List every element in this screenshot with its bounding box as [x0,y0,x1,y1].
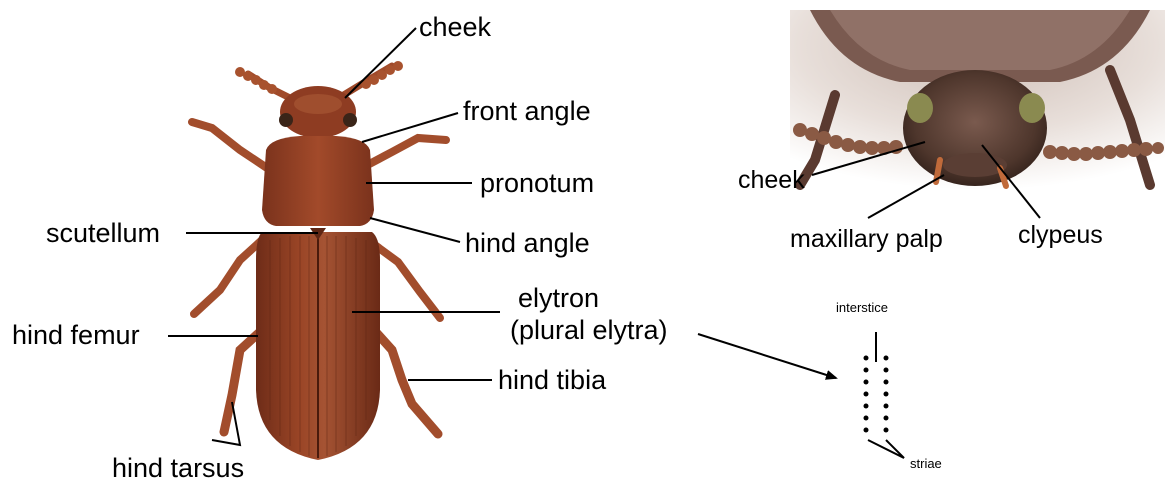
label-pronotum: pronotum [480,168,594,198]
label-interstice: interstice [836,300,888,315]
label-elytron-plural: (plural elytra) [510,315,668,345]
label-scutellum: scutellum [46,218,160,248]
label-hind-angle: hind angle [465,228,590,258]
label-hind-femur: hind femur [12,320,140,350]
head-closeup-photo [790,10,1165,190]
label-hind-tarsus: hind tarsus [112,453,244,479]
striae-schematic [864,356,889,433]
label-maxillary-palp: maxillary palp [790,224,943,254]
label-cheek-main: cheek [419,12,491,42]
label-cheek-head: cheek [738,165,805,195]
beetle-dorsal-illustration [192,61,446,460]
label-front-angle: front angle [463,96,591,126]
label-hind-tibia: hind tibia [498,365,606,395]
label-clypeus: clypeus [1018,220,1103,250]
label-elytron: elytron [518,283,599,313]
beetle-pronotum [262,136,374,226]
label-striae: striae [910,456,942,471]
